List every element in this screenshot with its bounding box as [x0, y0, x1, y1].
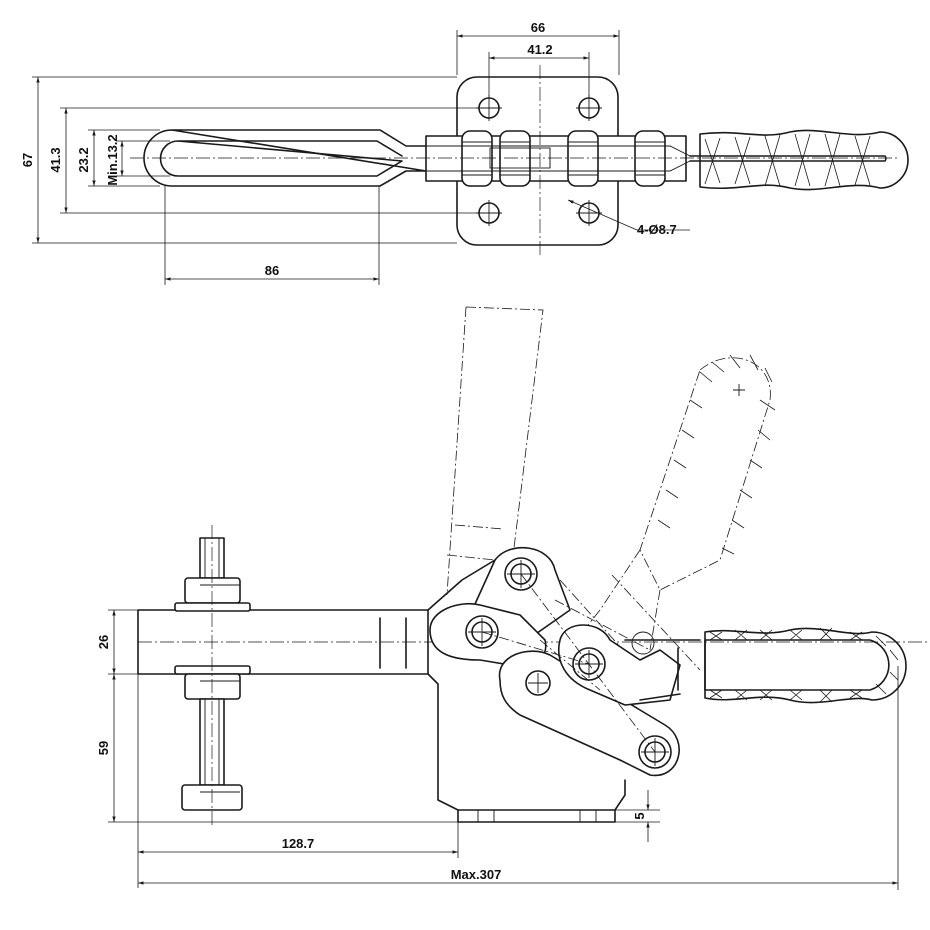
dimension-spindle-height: 59 [96, 674, 458, 823]
dimension-hole-spacing-y: 41.3 [48, 107, 478, 214]
hole-callout: 4-Ø8.7 [567, 199, 690, 237]
dim-label-23-2: 23.2 [76, 147, 91, 172]
dimension-handle-length: 86 [164, 186, 380, 285]
dim-label-min-13-2: Min.13.2 [105, 134, 120, 185]
dim-label-86: 86 [265, 263, 279, 278]
spindle-assembly [174, 525, 251, 825]
dim-label-67: 67 [20, 153, 35, 167]
dim-label-26: 26 [96, 635, 111, 649]
phantom-open-arm [446, 306, 544, 596]
dim-label-59: 59 [96, 741, 111, 755]
side-view: 26 59 5 128.7 Max.307 [96, 306, 930, 890]
dimension-reach: 128.7 [137, 674, 459, 888]
dim-label-41-2: 41.2 [527, 42, 552, 57]
dimension-top-width: 66 [456, 20, 620, 75]
dimension-bar-thickness: 26 [96, 609, 175, 675]
handle-grip-top [699, 129, 909, 191]
dimension-base-thickness: 5 [615, 790, 660, 842]
handle-closed [624, 639, 701, 701]
dimension-overall-length: Max.307 [138, 666, 899, 890]
dim-label-41-3: 41.3 [48, 147, 63, 172]
dim-label-66: 66 [531, 20, 545, 35]
dimension-hole-spacing-x: 41.2 [488, 42, 590, 96]
dimension-handle-width: 23.2 [76, 129, 160, 187]
phantom-open-handle [639, 357, 771, 591]
top-view: 66 41.2 67 41.3 23.2 [20, 20, 909, 285]
dim-label-128-7: 128.7 [282, 836, 315, 851]
dim-label-max-307: Max.307 [451, 867, 502, 882]
dim-label-hole: 4-Ø8.7 [637, 222, 677, 237]
dim-label-5: 5 [632, 812, 647, 819]
dimension-overall-height: 67 [20, 76, 457, 244]
dimension-min-opening: Min.13.2 [105, 134, 170, 186]
